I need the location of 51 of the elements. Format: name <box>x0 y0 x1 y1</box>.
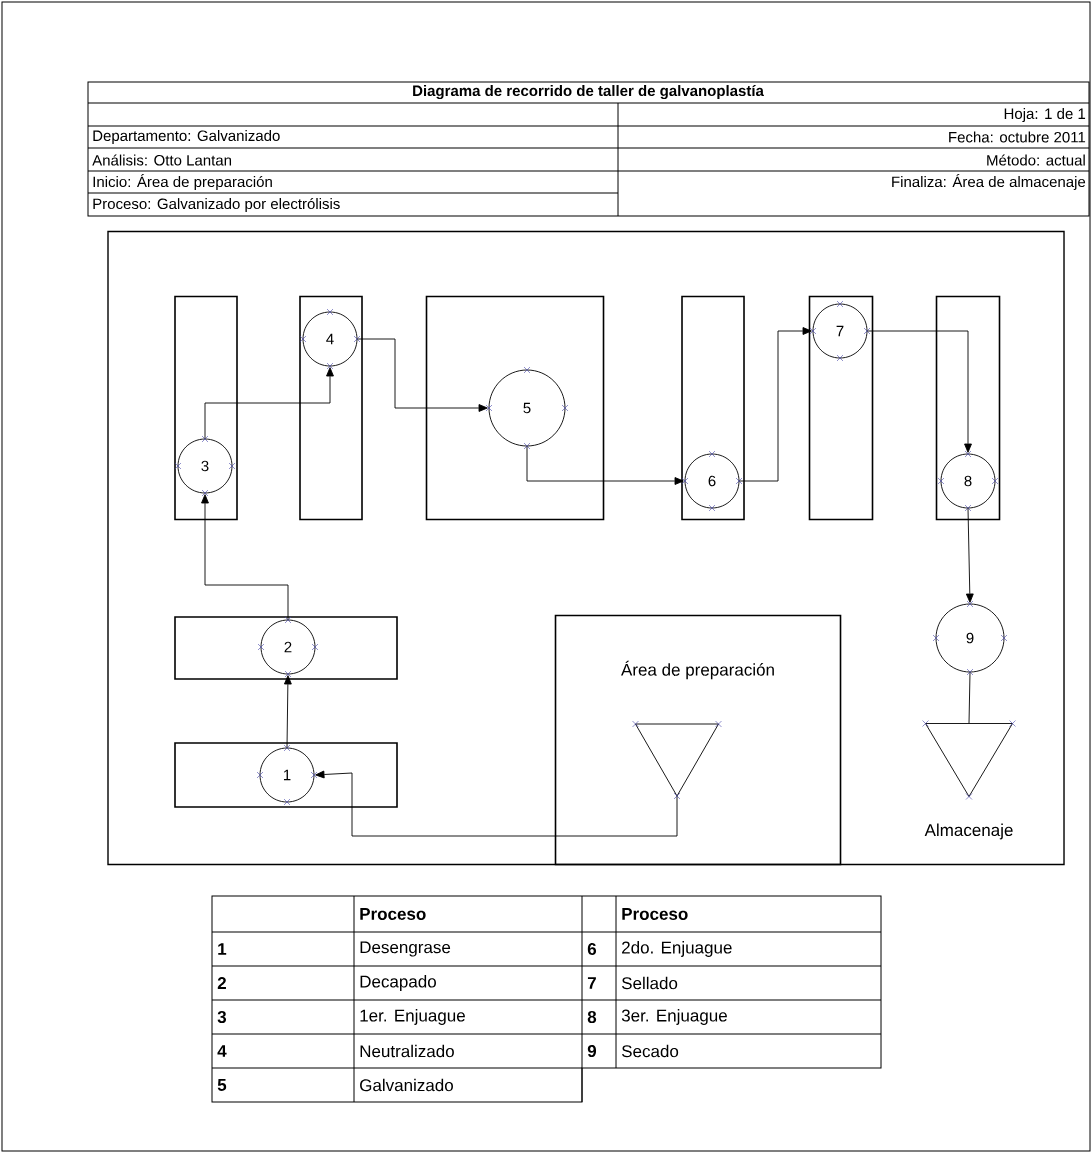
arrow <box>739 327 812 482</box>
table-text: Proceso <box>360 908 426 920</box>
storage-triangle <box>632 720 722 800</box>
header-text: Hoja: 1 de 1 <box>1004 108 1086 122</box>
table-text: Proceso <box>622 908 688 920</box>
workstation-box <box>808 295 874 521</box>
arrow <box>204 367 334 439</box>
workstation-box <box>174 742 398 808</box>
table-text: Galvanizado <box>360 1078 453 1092</box>
table-text: 8 <box>587 1011 597 1024</box>
table-text: 2do. Enjuague <box>622 941 732 957</box>
arrow <box>965 508 974 603</box>
workstation-box <box>681 295 745 521</box>
table-text: 4 <box>217 1045 227 1057</box>
plant-outline <box>107 230 1065 866</box>
arrow <box>315 770 678 837</box>
area-box: Área de preparación <box>554 614 842 866</box>
area-label: Almacenaje <box>924 823 1013 840</box>
header-text: Proceso: Galvanizado por electrólisis <box>93 197 340 213</box>
table-text: Decapado <box>360 975 436 991</box>
table-text: 7 <box>587 977 596 989</box>
table-text: 3 <box>217 1011 227 1024</box>
table-text: 5 <box>217 1079 227 1091</box>
workstation-box <box>299 295 363 521</box>
table-text: Desengrase <box>360 941 451 957</box>
arrow <box>284 675 292 748</box>
table-text: 3er. Enjuague <box>621 1009 727 1025</box>
arrow <box>201 494 289 620</box>
workstation-box <box>174 616 398 680</box>
header-text: Inicio: Área de preparación <box>93 173 272 191</box>
table-text: 2 <box>217 977 226 989</box>
table-text: Sellado <box>622 976 678 990</box>
header-text: Finaliza: Área de almacenaje <box>892 173 1086 191</box>
table-text: Secado <box>622 1044 679 1058</box>
table-title: Diagrama de recorrido de taller de galvanoplastía <box>413 84 764 100</box>
arrow <box>526 446 684 485</box>
table-text: 1 <box>218 943 227 955</box>
header-text: Fecha: octubre 2011 <box>949 131 1086 143</box>
table-text: Neutralizado <box>360 1044 454 1058</box>
storage-triangle <box>922 720 1016 800</box>
workstation-box <box>935 295 1001 521</box>
arrow <box>357 338 488 412</box>
workstation-box <box>174 295 238 521</box>
header-text: Departamento: Galvanizado <box>93 130 280 144</box>
table-text: 1er. Enjuague <box>360 1009 465 1025</box>
header-text: Análisis: Otto Lantan <box>92 154 231 166</box>
header-text: Método: actual <box>987 154 1085 166</box>
table-text: 6 <box>587 943 597 956</box>
table-text: 9 <box>587 1045 597 1058</box>
arrow <box>867 330 972 453</box>
workstation-box <box>425 295 605 521</box>
